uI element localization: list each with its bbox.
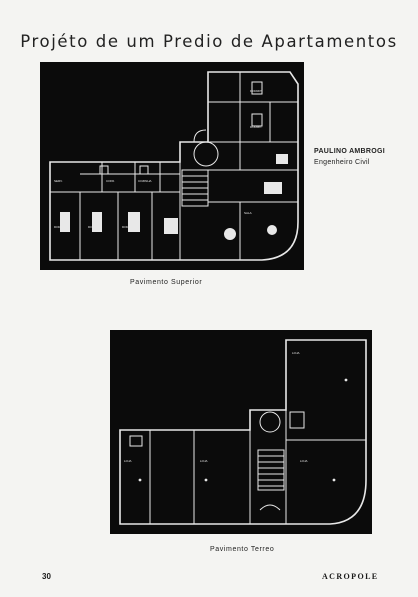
upper-floor-plan: SERV. COPA COZINHA DORMIT. DORMIT. DORMI… xyxy=(40,62,304,270)
svg-text:DORMIT.: DORMIT. xyxy=(250,125,262,129)
ground-plan-caption: Pavimento Terreo xyxy=(210,546,275,553)
upper-floor-drawing: SERV. COPA COZINHA DORMIT. DORMIT. DORMI… xyxy=(49,71,299,261)
svg-text:SALA: SALA xyxy=(244,211,252,215)
page-title: Projéto de um Predio de Apartamentos xyxy=(20,32,398,51)
upper-plan-caption: Pavimento Superior xyxy=(130,279,203,286)
svg-text:LOJA: LOJA xyxy=(292,351,300,355)
architect-role: Engenheiro Civil xyxy=(314,159,370,166)
svg-text:DORMIT.: DORMIT. xyxy=(88,225,100,229)
ground-floor-drawing: LOJA LOJA LOJA LOJA xyxy=(119,339,367,525)
ground-floor-plan: LOJA LOJA LOJA LOJA xyxy=(110,330,372,534)
svg-text:SERV.: SERV. xyxy=(54,179,63,183)
svg-text:COZINHA: COZINHA xyxy=(138,179,152,183)
architect-name: PAULINO AMBROGI xyxy=(314,148,385,155)
magazine-name: ACROPOLE xyxy=(322,572,379,581)
credit: PAULINO AMBROGI Engenheiro Civil xyxy=(314,146,385,168)
svg-text:LOJA: LOJA xyxy=(124,459,132,463)
svg-text:LOJA: LOJA xyxy=(300,459,308,463)
svg-text:DORMIT.: DORMIT. xyxy=(250,89,262,93)
svg-text:DORMIT.: DORMIT. xyxy=(54,225,66,229)
svg-text:DORMIT.: DORMIT. xyxy=(122,225,134,229)
svg-text:LOJA: LOJA xyxy=(200,459,208,463)
page-number: 30 xyxy=(42,572,51,581)
svg-text:COPA: COPA xyxy=(106,179,114,183)
